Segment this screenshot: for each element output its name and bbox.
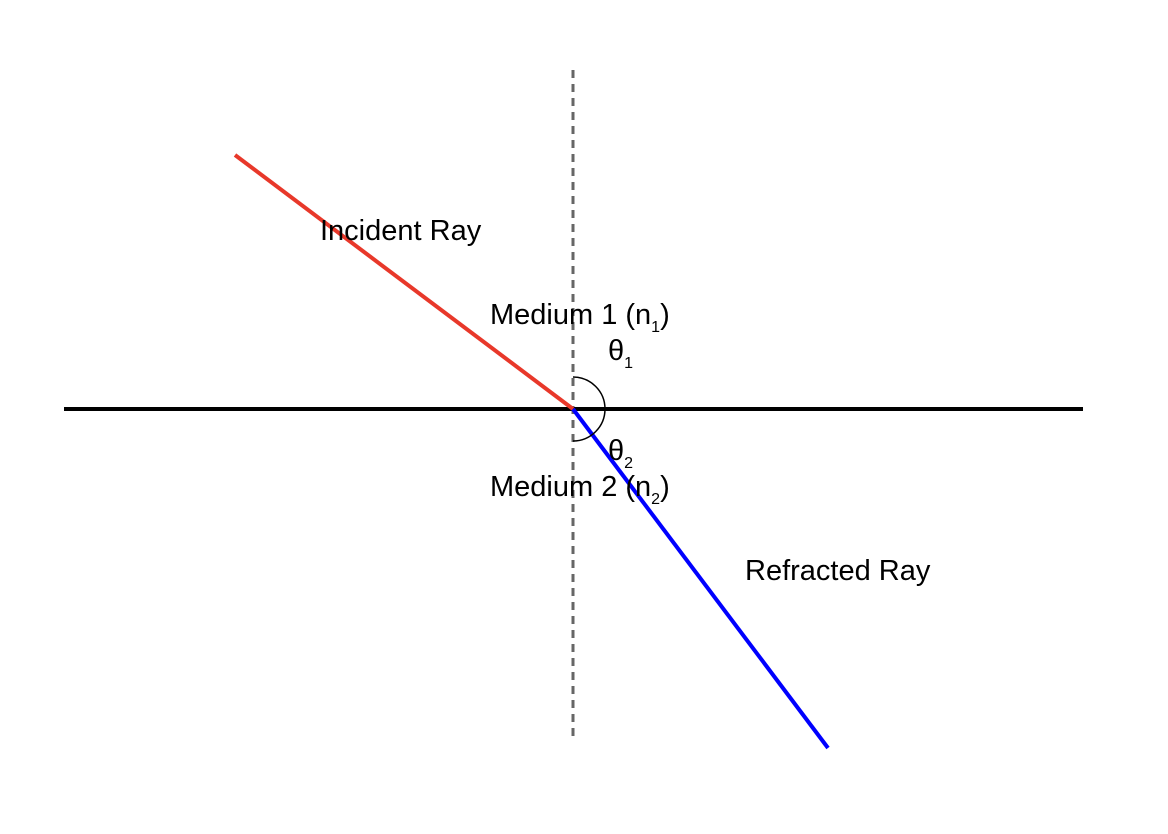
refracted-ray xyxy=(571,407,830,750)
refracted-ray-label: Refracted Ray xyxy=(745,555,931,587)
theta-1-label: θ1 xyxy=(608,335,633,372)
angle-arc xyxy=(572,376,606,442)
medium-1-label: Medium 1 (n1) xyxy=(490,299,670,336)
theta-2-label: θ2 xyxy=(608,435,633,472)
incident-ray-label: Incident Ray xyxy=(320,215,482,247)
medium-2-label: Medium 2 (n2) xyxy=(490,471,670,508)
incident-ray xyxy=(233,153,575,411)
